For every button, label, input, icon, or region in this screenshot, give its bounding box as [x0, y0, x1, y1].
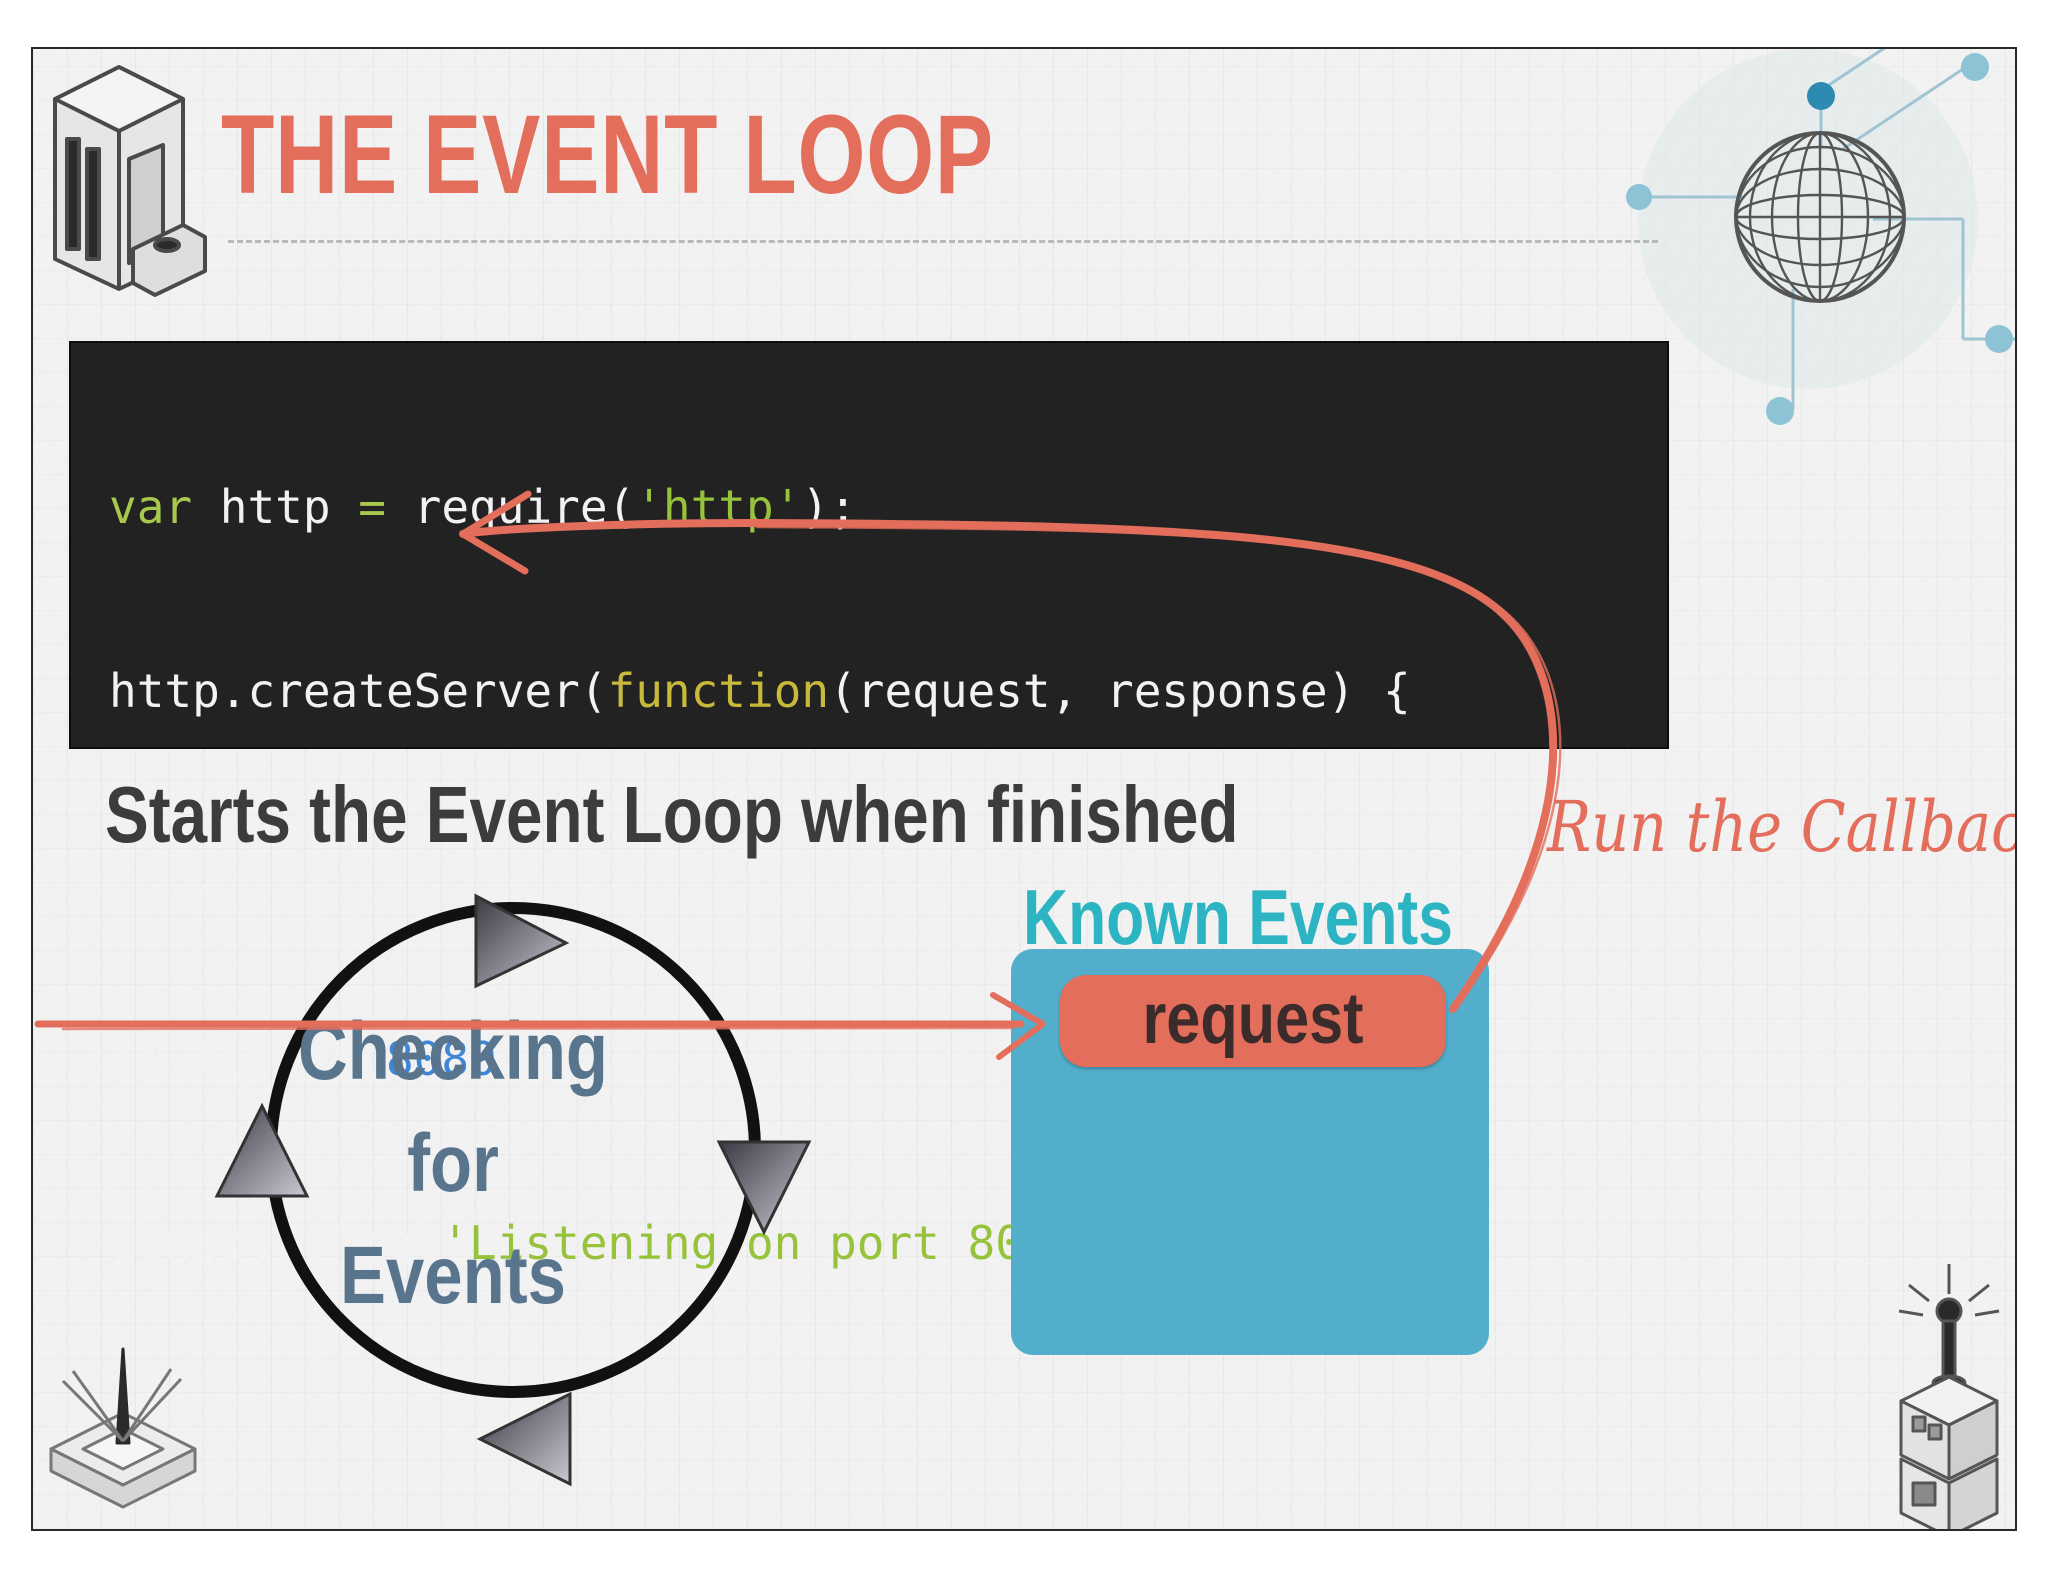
slide: THE EVENT LOOP var http = require('http'…: [31, 47, 2017, 1531]
event-item-request: request: [1060, 975, 1446, 1067]
known-events-title: Known Events: [1023, 873, 1453, 961]
loop-arrowhead-left: [214, 1102, 310, 1198]
loop-arrowhead-top: [474, 893, 570, 989]
code-line-3: ...: [109, 837, 1667, 913]
satellite-dish-icon: [49, 1347, 197, 1509]
title-divider: [228, 240, 1658, 243]
code-token: console.log(: [109, 1216, 442, 1270]
flow-arrows: [34, 490, 1562, 1060]
code-token: var: [109, 480, 193, 534]
callback-arrowhead: [459, 490, 532, 575]
code-line-2: http.createServer(function(request, resp…: [109, 653, 1667, 729]
event-item-label: request: [1142, 979, 1364, 1059]
code-token: }).listen(: [109, 1032, 386, 1086]
code-token: function: [607, 664, 830, 718]
code-token: (request, response) {: [829, 664, 1411, 718]
incoming-event-arrowhead: [990, 992, 1046, 1060]
code-token: =: [358, 480, 386, 534]
code-token: );: [496, 1032, 553, 1086]
code-line-1: var http = require('http');: [109, 469, 1667, 545]
event-loop-diagram: [214, 893, 812, 1487]
globe-network-icon: [1626, 49, 2015, 425]
server-tower-icon: [53, 65, 207, 297]
code-token: http: [192, 480, 359, 534]
callback-arrow: [459, 519, 1558, 1013]
loop-arrowhead-bottom: [476, 1391, 572, 1487]
loop-label-line-3: Events: [340, 1230, 566, 1321]
incoming-event-arrow-sketch: [61, 1026, 1015, 1031]
code-block: var http = require('http'); http.createS…: [69, 341, 1669, 1270]
decorations: [49, 49, 2015, 1529]
loop-start-caption: Starts the Event Loop when finished: [105, 770, 1239, 859]
code-token: http.createServer(: [109, 664, 608, 718]
code-line-4: }).listen(8080);: [109, 1021, 1667, 1097]
run-callback-label: Run the Callback: [1547, 786, 2017, 868]
loop-label-line-2: for: [407, 1118, 499, 1209]
loop-arrowhead-right: [716, 1140, 812, 1236]
callback-arrow-sketch: [755, 525, 1562, 1006]
code-token: 8080: [385, 1032, 497, 1086]
robot-antenna-icon: [1898, 1264, 2000, 1529]
page-title: THE EVENT LOOP: [221, 92, 994, 217]
code-token: ...: [109, 848, 248, 902]
